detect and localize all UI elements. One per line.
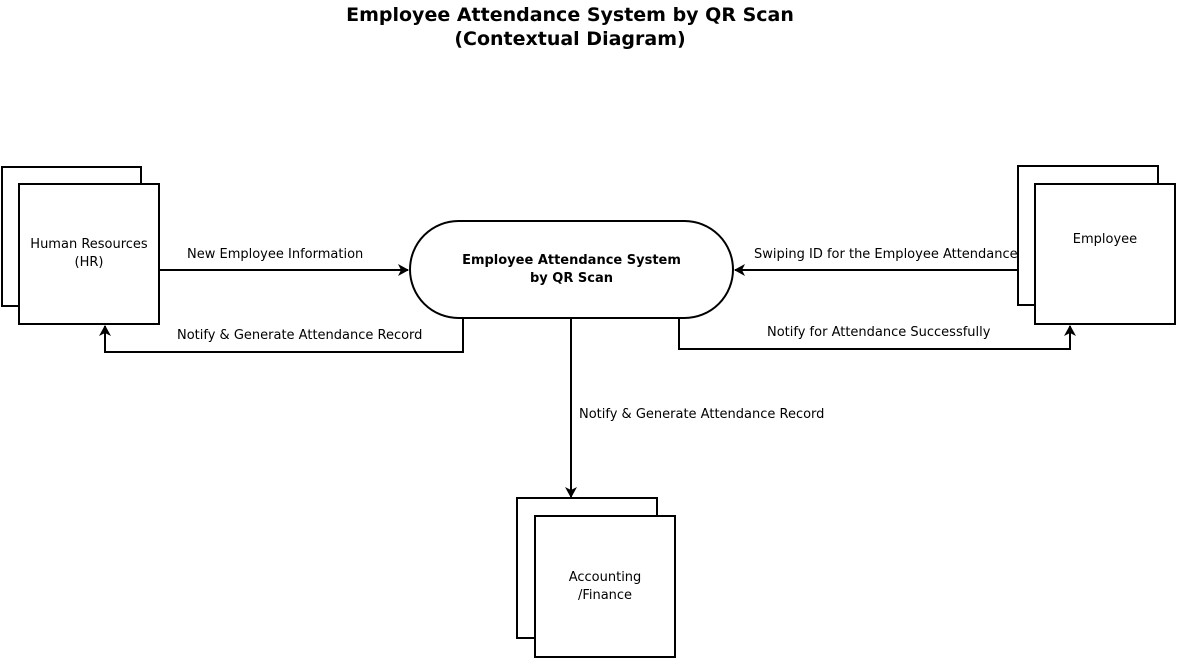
process-label: Employee Attendance System [462,252,681,268]
hr-entity-sublabel: (HR) [74,255,104,270]
accounting-entity: Accounting /Finance [534,515,676,658]
accounting-entity-label: Accounting [568,569,642,585]
hr-entity: Human Resources (HR) [18,183,160,325]
hr-entity-label: Human Resources [30,237,148,252]
employee-entity: Employee [1034,183,1176,325]
diagram-subtitle: (Contextual Diagram) [454,28,686,50]
flow-system-to-employee-arrow [678,319,1076,350]
diagram-title: Employee Attendance System by QR Scan [346,4,794,26]
employee-entity-label: Employee [1072,232,1138,248]
flow-employee-to-system-label: Swiping ID for the Employee Attendance [754,247,1018,262]
process-sublabel: by QR Scan [530,270,613,286]
accounting-entity-sublabel: /Finance [577,587,633,603]
flow-system-to-hr-arrow [99,319,464,353]
flow-system-to-accounting-label: Notify & Generate Attendance Record [579,407,825,422]
flow-system-to-hr-label: Notify & Generate Attendance Record [177,328,423,343]
attendance-system-process: Employee Attendance System by QR Scan [409,220,734,319]
flow-hr-to-system-label: New Employee Information [187,247,364,262]
flow-system-to-employee-label: Notify for Attendance Successfully [767,325,991,340]
